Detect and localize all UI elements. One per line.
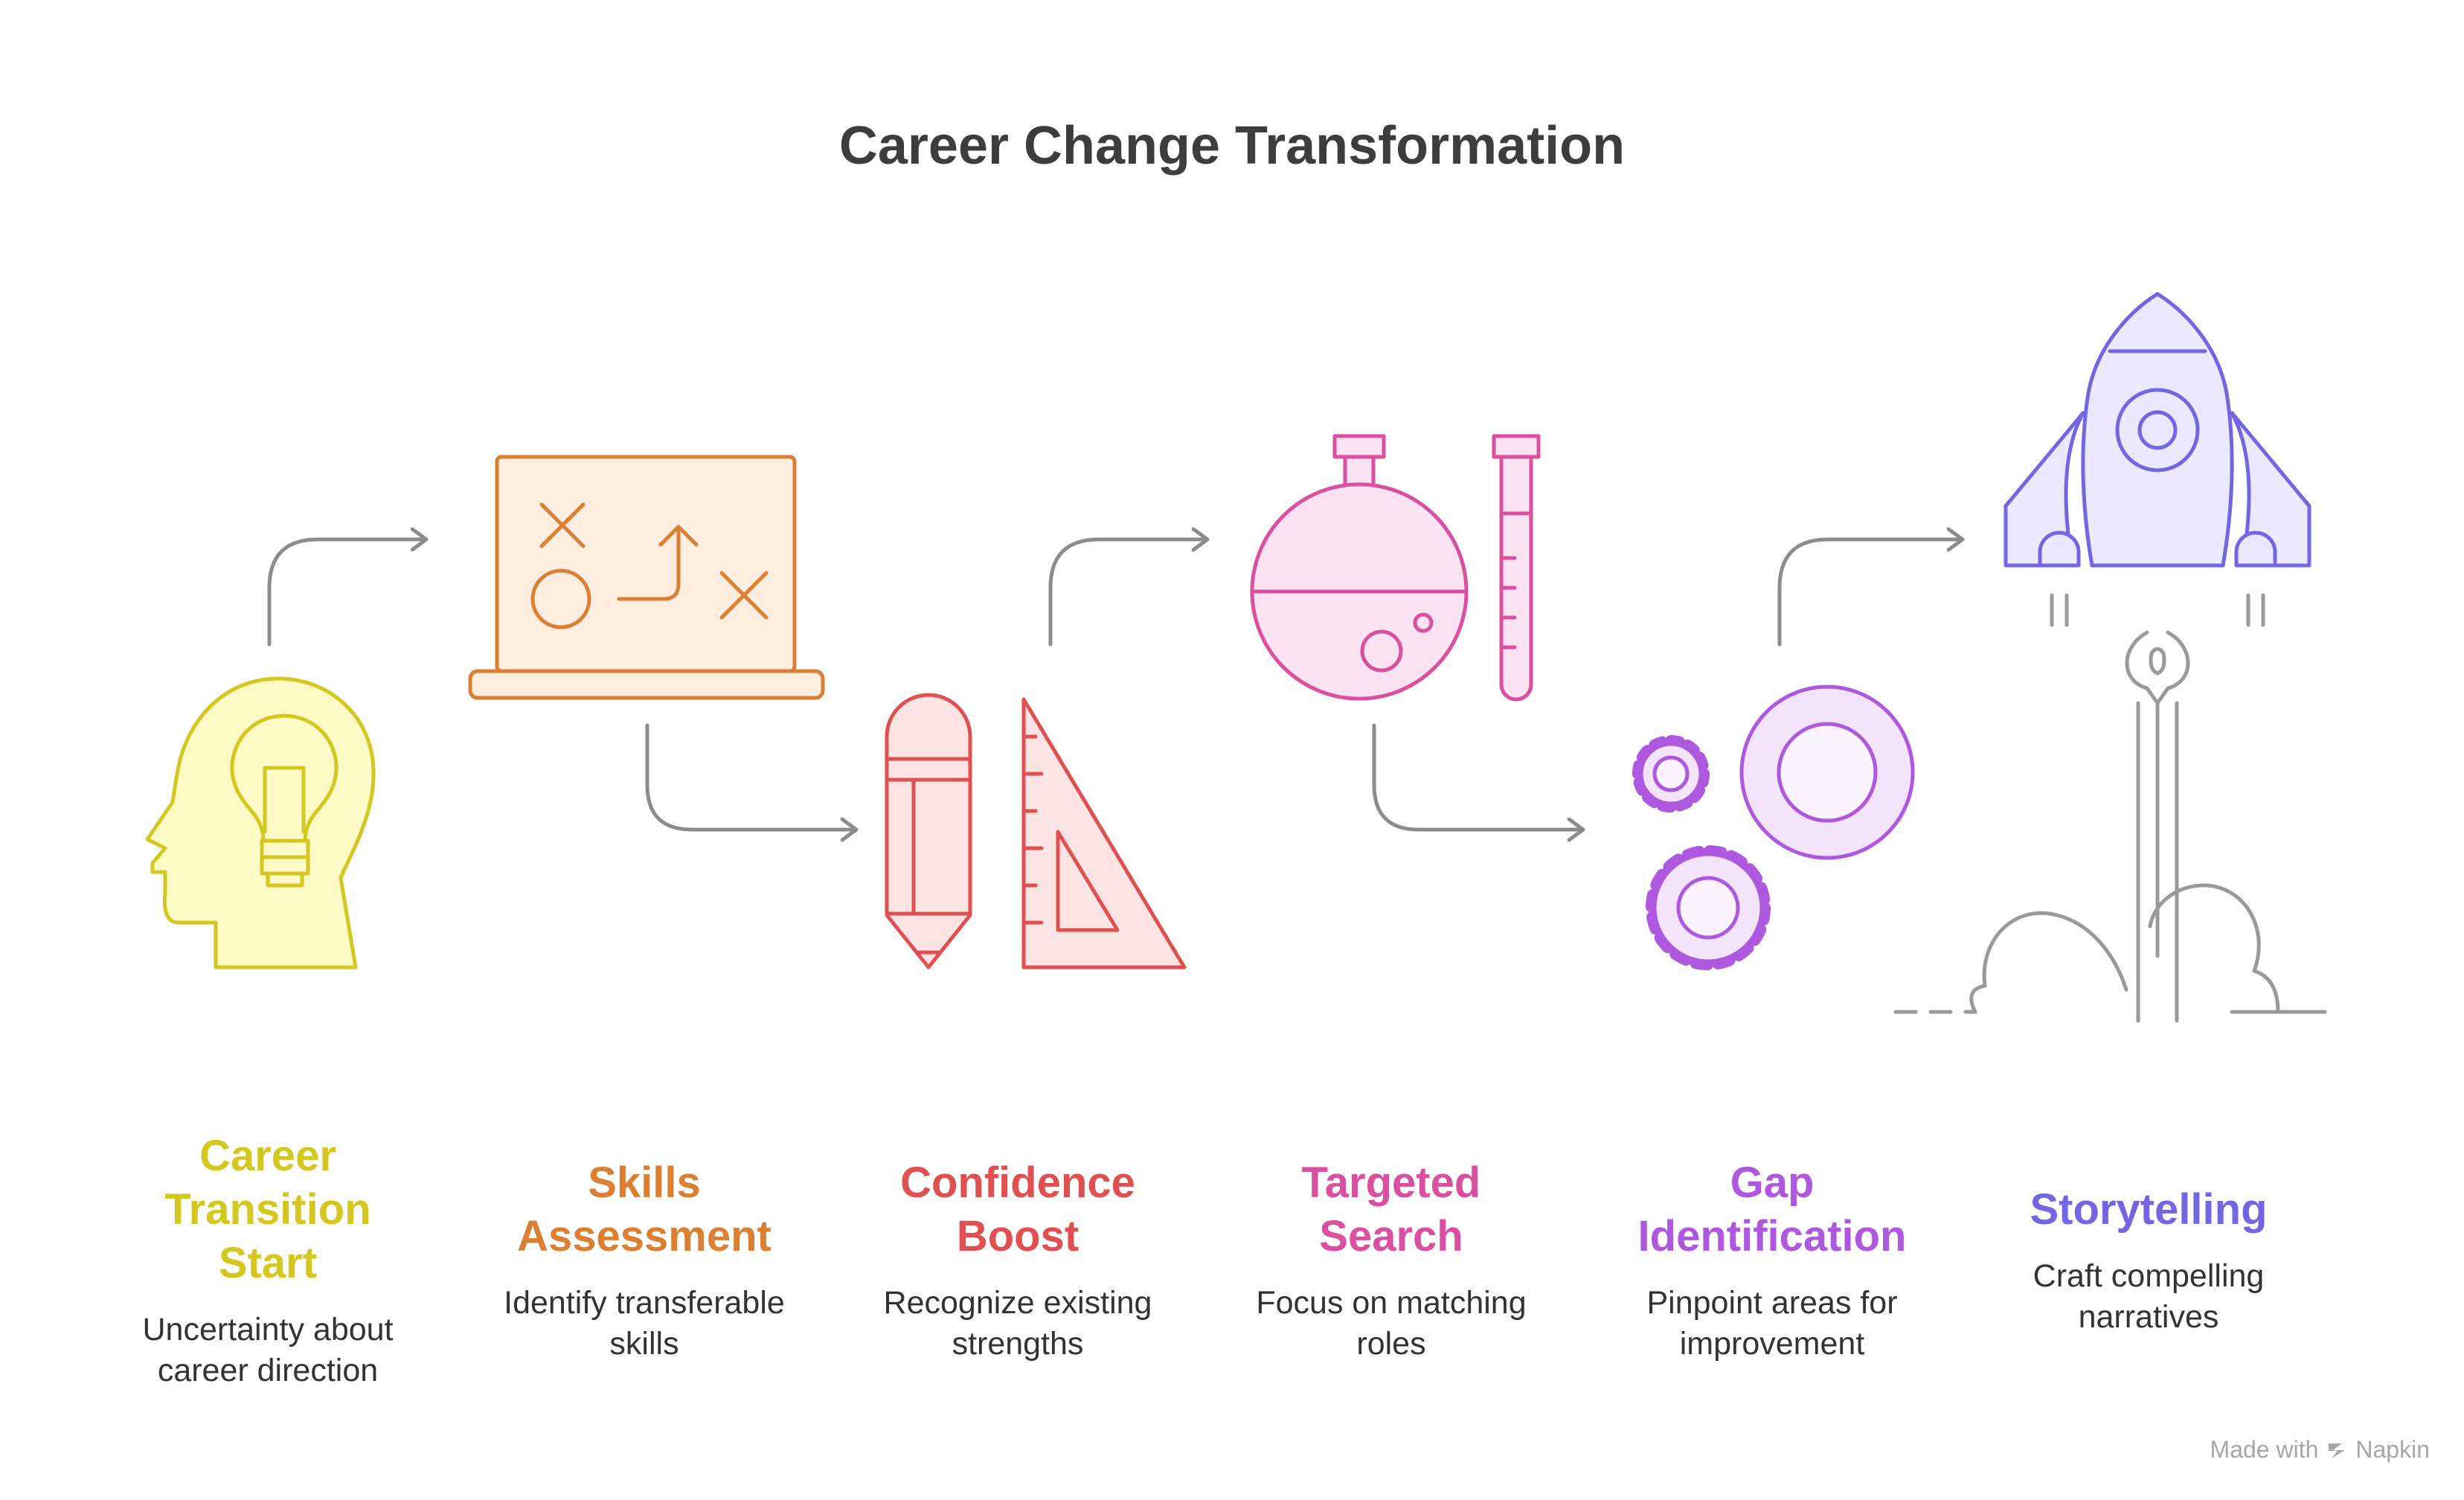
connector-arrow-3 xyxy=(1048,539,1207,647)
step-description: Pinpoint areas for improvement xyxy=(1646,1285,1898,1362)
napkin-logo-icon xyxy=(2329,1443,2346,1458)
step-title: Gap Identification xyxy=(1637,1158,1907,1260)
connector-arrow-5 xyxy=(1777,539,1962,647)
step-description: Focus on matching roles xyxy=(1256,1285,1527,1362)
step-description: Uncertainty about career direction xyxy=(142,1312,394,1388)
step-description: Craft compelling narratives xyxy=(2033,1258,2265,1335)
step-confidence-boost: Confidence Boost Recognize existing stre… xyxy=(824,1098,1211,1365)
connector-arrow-2 xyxy=(645,723,856,830)
step-description: Identify transferable skills xyxy=(504,1285,785,1362)
made-with-napkin-credit[interactable]: Made with Napkin xyxy=(2210,1436,2430,1464)
step-gap-identification: Gap Identification Pinpoint areas for im… xyxy=(1579,1098,1966,1365)
diagram-title: Career Change Transformation xyxy=(838,116,1626,176)
connector-arrow-4 xyxy=(1372,723,1582,830)
step-skills-assessment: Skills Assessment Identify transferable … xyxy=(451,1098,838,1365)
step-title: Storytelling xyxy=(2030,1185,2268,1234)
step-targeted-search: Targeted Search Focus on matching roles xyxy=(1198,1098,1585,1365)
pencil-ruler-icon xyxy=(885,693,1187,969)
head-lightbulb-icon xyxy=(145,676,376,969)
step-storytelling: Storytelling Craft compelling narratives xyxy=(1955,1071,2342,1338)
connector-arrow-1 xyxy=(267,539,426,647)
step-title: Skills Assessment xyxy=(517,1158,771,1260)
step-title: Career Transition Start xyxy=(164,1132,371,1287)
credit-prefix: Made with xyxy=(2210,1436,2319,1463)
flask-test-tube-icon xyxy=(1250,434,1541,702)
step-title: Confidence Boost xyxy=(900,1158,1135,1260)
gears-icon xyxy=(1632,685,1915,970)
credit-brand: Napkin xyxy=(2355,1436,2430,1463)
strategy-board-icon xyxy=(468,455,825,700)
step-career-transition-start: Career Transition Start Uncertainty abou… xyxy=(74,1125,461,1391)
step-description: Recognize existing strengths xyxy=(883,1285,1152,1362)
step-title: Targeted Search xyxy=(1301,1158,1481,1260)
rocket-launch-icon xyxy=(1893,292,2327,1023)
